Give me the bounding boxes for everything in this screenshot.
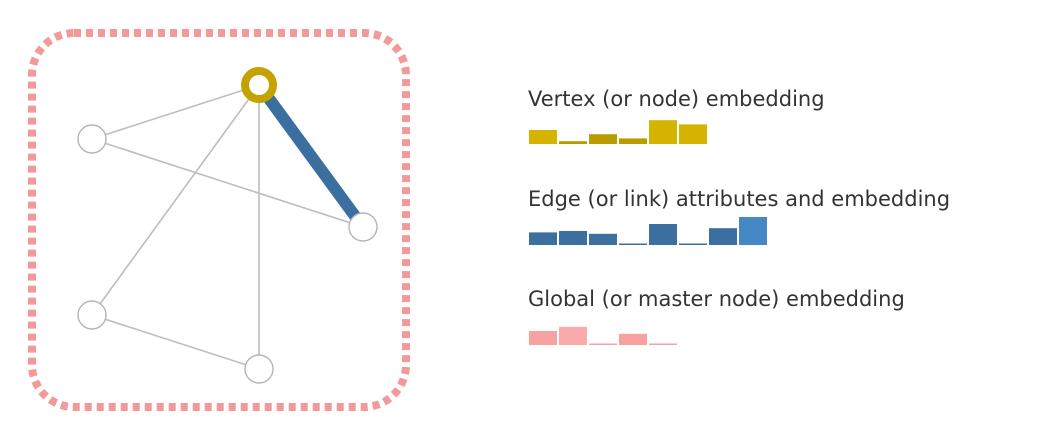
edge-bar (589, 233, 617, 245)
edge-bar (559, 231, 587, 245)
global-embedding-label: Global (or master node) embedding (528, 287, 905, 311)
edge-bar (529, 232, 557, 245)
graph-edge (91, 84, 260, 140)
graph-nodes (77, 67, 378, 384)
graph-edge (91, 84, 260, 316)
edge-bar (649, 224, 677, 245)
edge-embedding-bars (529, 217, 767, 245)
edge-bar (739, 217, 767, 245)
highlighted-edge (254, 81, 368, 231)
graph-node (77, 300, 107, 330)
vertex-embedding-label: Vertex (or node) embedding (528, 87, 825, 111)
vertex-bar (649, 120, 677, 144)
global-bar (589, 343, 617, 345)
edge-bar (709, 228, 737, 245)
graph-edge (91, 138, 364, 228)
graph-node (244, 354, 274, 384)
graph-node (348, 212, 378, 242)
edge-embedding-label: Edge (or link) attributes and embedding (528, 187, 950, 211)
edge-bar (619, 243, 647, 245)
global-bar (619, 333, 647, 345)
vertex-bar (529, 130, 557, 144)
global-bar (559, 326, 587, 345)
global-frame (28, 29, 410, 411)
vertex-bar (619, 138, 647, 144)
vertex-bar (559, 141, 587, 144)
global-embedding-bars (529, 326, 677, 345)
graph-edge (91, 314, 260, 370)
vertex-bar (679, 124, 707, 144)
vertex-embedding-bars (529, 120, 707, 144)
graph-node (77, 124, 107, 154)
global-bar (649, 343, 677, 345)
vertex-bar (589, 134, 617, 144)
global-bar (529, 331, 557, 345)
edge-bar (679, 243, 707, 245)
graph-edges (91, 81, 368, 370)
highlighted-node (241, 67, 277, 103)
